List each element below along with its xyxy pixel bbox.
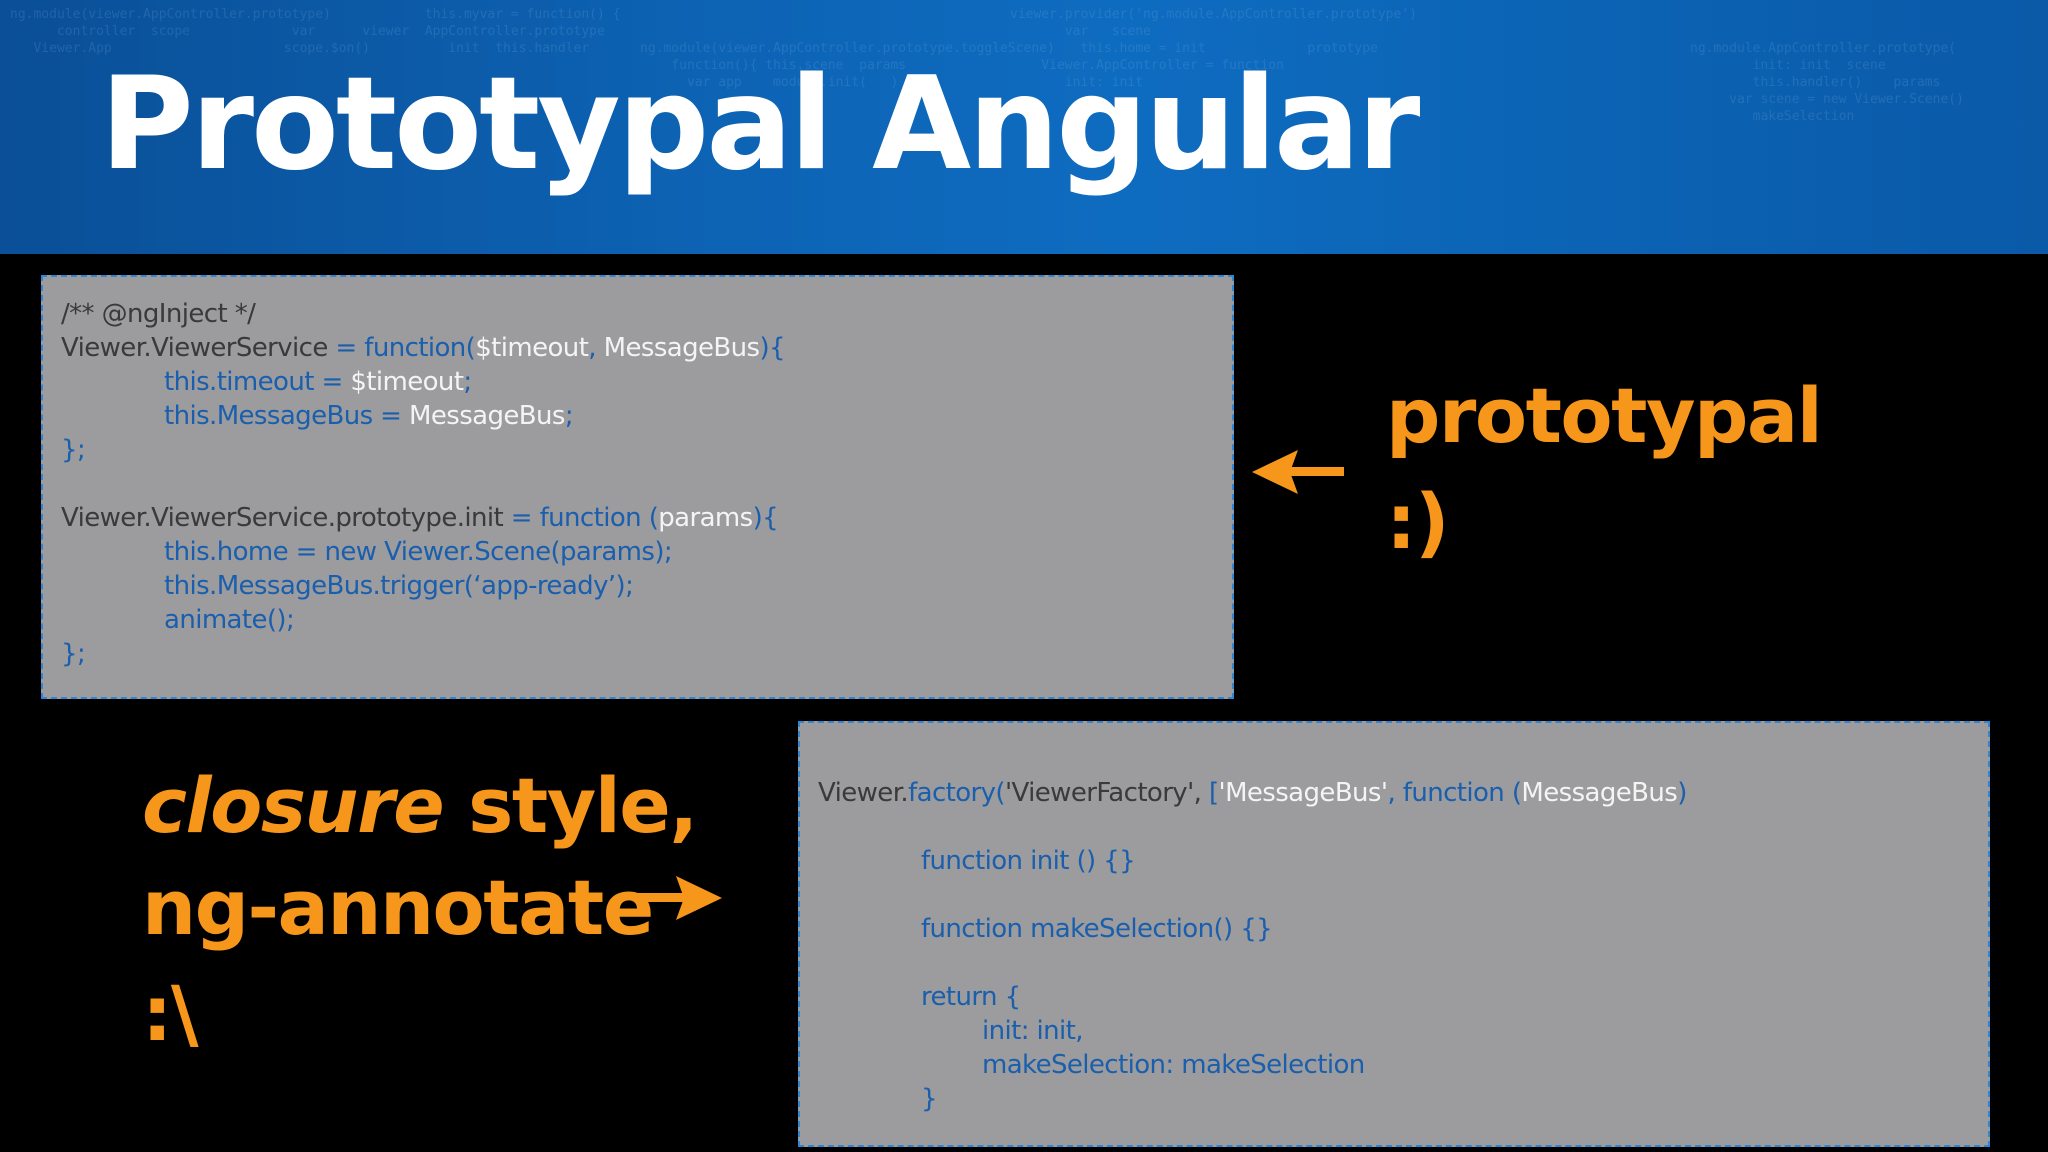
label-prototypal: prototypal (1386, 371, 1823, 460)
header-banner: ng.module(viewer.AppController.prototype… (0, 0, 2048, 254)
background-code-texture: viewer.provider('ng.module.AppController… (1010, 7, 1417, 90)
code-line: animate(); (164, 605, 295, 635)
code-line: this.MessageBus.trigger(‘app-ready’); (164, 571, 634, 601)
code-block-closure: Viewer.factory('ViewerFactory', ['Messag… (798, 721, 1990, 1147)
code-line: makeSelection: makeSelection (982, 1050, 1365, 1080)
code-line: function init () {} (921, 846, 1136, 876)
code-line: Viewer.ViewerService = function($timeout… (61, 333, 786, 363)
background-code-texture: ng.module(viewer.AppController.prototype… (10, 7, 621, 56)
code-line: init: init, (982, 1016, 1084, 1046)
code-line: this.timeout = $timeout; (164, 367, 472, 397)
code-line: function makeSelection() {} (921, 914, 1273, 944)
code-line: return { (921, 982, 1021, 1012)
code-block-prototypal: /** @ngInject */ Viewer.ViewerService = … (41, 275, 1234, 699)
code-line: this.MessageBus = MessageBus; (164, 401, 574, 431)
code-line: Viewer.ViewerService.prototype.init = fu… (61, 503, 779, 533)
arrow-right-icon (636, 876, 722, 920)
arrow-left-icon (1252, 450, 1344, 494)
label-ng-annotate: ng-annotate (142, 863, 654, 952)
background-code-texture: ng.module.AppController.prototype( init:… (1690, 41, 1964, 124)
label-shrug: :\ (142, 969, 199, 1058)
label-smiley: :) (1386, 477, 1450, 566)
slide-title: Prototypal Angular (100, 50, 1420, 199)
code-line: /** @ngInject */ (61, 299, 256, 329)
code-line: }; (61, 639, 86, 669)
code-line: } (921, 1084, 938, 1114)
code-line: }; (61, 435, 86, 465)
background-code-texture: ng.module(viewer.AppController.prototype… (640, 41, 1055, 90)
code-line: this.home = new Viewer.Scene(params); (164, 537, 673, 567)
label-closure-style: closure style, (142, 761, 698, 850)
code-line: Viewer.factory('ViewerFactory', ['Messag… (818, 778, 1687, 808)
